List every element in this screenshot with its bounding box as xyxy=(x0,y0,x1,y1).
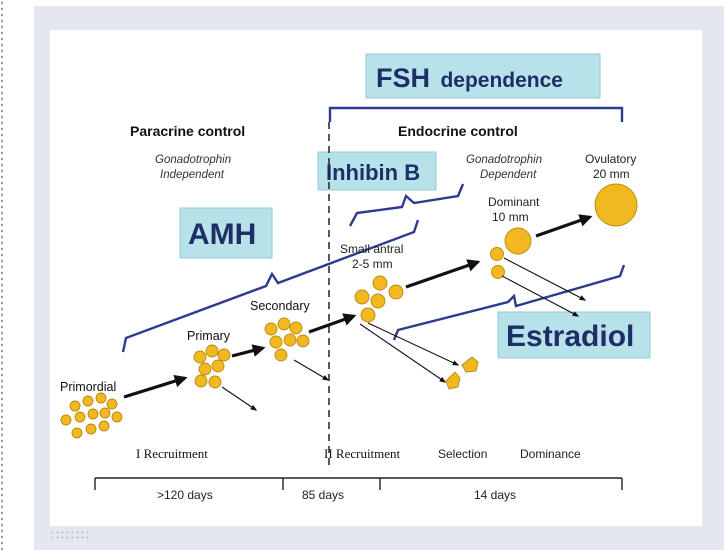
small-antral-label-line1: Small antral xyxy=(340,242,403,256)
primary-follicle xyxy=(205,344,219,358)
primordial-follicle xyxy=(99,407,111,419)
recruitment-1-label: I Recruitment xyxy=(136,446,208,461)
growth-arrow xyxy=(535,214,593,238)
growth-arrow xyxy=(308,313,357,334)
primordial-follicle xyxy=(87,408,99,420)
secondary-follicle xyxy=(277,317,291,331)
secondary-follicle xyxy=(264,322,278,336)
estradiol-callout: Estradiol xyxy=(497,311,651,359)
dominant-follicle xyxy=(504,227,532,255)
side-follicle xyxy=(490,247,504,261)
small-antral-follicle xyxy=(354,289,370,305)
inhibin-b-label: Inhibin B xyxy=(326,160,420,185)
small-antral-follicle xyxy=(388,284,404,300)
primordial-follicles xyxy=(60,392,123,439)
primordial-follicle xyxy=(74,411,86,423)
primordial-label: Primordial xyxy=(60,380,116,394)
timeline-seg1-label: >120 days xyxy=(157,488,213,502)
amh-callout: AMH xyxy=(179,207,273,259)
primary-label: Primary xyxy=(187,329,231,343)
primordial-follicle xyxy=(60,414,72,426)
primordial-follicle xyxy=(85,423,97,435)
fsh-dependence-callout: FSH dependence xyxy=(365,53,601,99)
dependence-label: dependence xyxy=(440,69,563,92)
primordial-follicle xyxy=(106,398,118,410)
timeline-seg2-label: 85 days xyxy=(302,488,344,502)
ovulatory-label-line1: Ovulatory xyxy=(585,152,636,166)
secondary-follicles xyxy=(264,317,310,362)
primordial-follicle xyxy=(111,411,123,423)
amh-callout-box xyxy=(179,207,273,259)
ovulatory-label-line2: 20 mm xyxy=(593,167,630,181)
atresia-arrow xyxy=(503,257,587,301)
estradiol-bracket xyxy=(392,264,626,341)
timeline: >120 days 85 days 14 days xyxy=(94,477,623,502)
bottom-dotted-strip xyxy=(50,530,90,540)
atresia-arrow xyxy=(293,359,330,381)
side-follicle xyxy=(491,265,505,279)
gonadotrophin-independent-line2: Independent xyxy=(160,169,225,181)
primary-follicle xyxy=(194,374,208,388)
dominance-label: Dominance xyxy=(520,447,581,461)
gonadotrophin-dependent-line2: Dependent xyxy=(480,169,537,181)
small-antral-label-line2: 2-5 mm xyxy=(352,257,393,271)
primary-follicle xyxy=(198,362,212,376)
atresia-arrow xyxy=(367,322,460,366)
primordial-follicle xyxy=(95,392,107,404)
fsh-bracket xyxy=(328,106,624,122)
growth-arrow xyxy=(231,344,266,358)
fsh-label: FSH xyxy=(376,63,430,93)
secondary-label: Secondary xyxy=(250,299,311,313)
recruitment-2-label: II Recruitment xyxy=(324,446,401,461)
primordial-follicle xyxy=(71,427,83,439)
atretic-follicle xyxy=(461,356,479,373)
small-antral-follicles xyxy=(354,275,404,323)
primary-follicle xyxy=(208,375,222,389)
growth-arrow xyxy=(405,259,481,289)
estradiol-label: Estradiol xyxy=(506,320,634,353)
secondary-follicle xyxy=(283,333,297,347)
small-antral-follicle xyxy=(370,293,386,309)
gonadotrophin-dependent-line1: Gonadotrophin xyxy=(466,154,542,166)
gonadotrophin-independent-line1: Gonadotrophin xyxy=(155,154,231,166)
atresia-arrow xyxy=(501,275,580,317)
ovulatory-follicle xyxy=(594,183,638,227)
dominant-label-line1: Dominant xyxy=(488,195,540,209)
selection-label: Selection xyxy=(438,447,487,461)
primary-follicle xyxy=(211,359,225,373)
primary-follicle xyxy=(193,350,207,364)
primordial-follicle xyxy=(82,395,94,407)
fsh-callout-box xyxy=(365,53,601,99)
primary-follicle xyxy=(217,348,231,362)
primary-follicles xyxy=(193,344,231,389)
atresia-arrow xyxy=(221,386,258,411)
small-antral-follicle xyxy=(360,307,376,323)
inhibin-b-callout: Inhibin B xyxy=(317,151,437,191)
amh-label: AMH xyxy=(188,218,256,251)
small-antral-follicle xyxy=(372,275,388,291)
endocrine-control-label: Endocrine control xyxy=(398,123,518,139)
left-dotted-border xyxy=(0,0,4,550)
atretic-follicle xyxy=(445,371,461,390)
secondary-follicle xyxy=(274,348,288,362)
dominant-label-line2: 10 mm xyxy=(492,210,529,224)
inhibin-bracket xyxy=(348,183,465,227)
estradiol-callout-box xyxy=(497,311,651,359)
timeline-seg3-label: 14 days xyxy=(474,488,516,502)
inhibin-callout-box xyxy=(317,151,437,191)
primordial-follicle xyxy=(69,400,81,412)
atresia-arrow xyxy=(359,323,447,383)
secondary-follicle xyxy=(289,321,303,335)
growth-arrow xyxy=(123,374,188,399)
secondary-follicle xyxy=(269,335,283,349)
secondary-follicle xyxy=(296,334,310,348)
svg-text:FSH dependence: FSH dependence xyxy=(376,63,563,93)
paracrine-control-label: Paracrine control xyxy=(130,123,245,139)
amh-bracket xyxy=(121,219,420,353)
primordial-follicle xyxy=(98,420,110,432)
